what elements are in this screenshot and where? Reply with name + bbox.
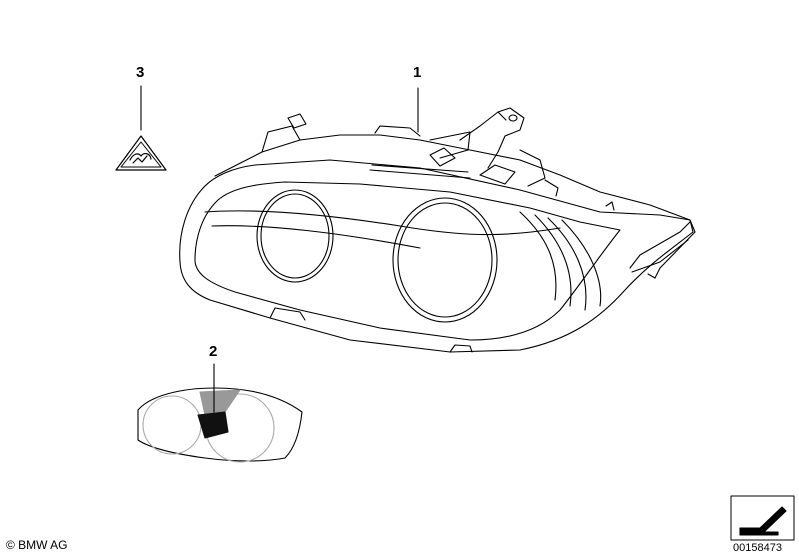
orientation-arrow-icon (730, 495, 795, 541)
warning-triangle-icon (115, 135, 167, 171)
callout-3: 3 (136, 64, 145, 81)
lens-cover (137, 387, 303, 463)
copyright-notice: © BMW AG (6, 538, 68, 552)
callout-1: 1 (413, 64, 422, 81)
callout-2: 2 (209, 343, 218, 360)
diagram-number: 00158473 (733, 542, 782, 554)
headlight-assembly (179, 107, 696, 353)
